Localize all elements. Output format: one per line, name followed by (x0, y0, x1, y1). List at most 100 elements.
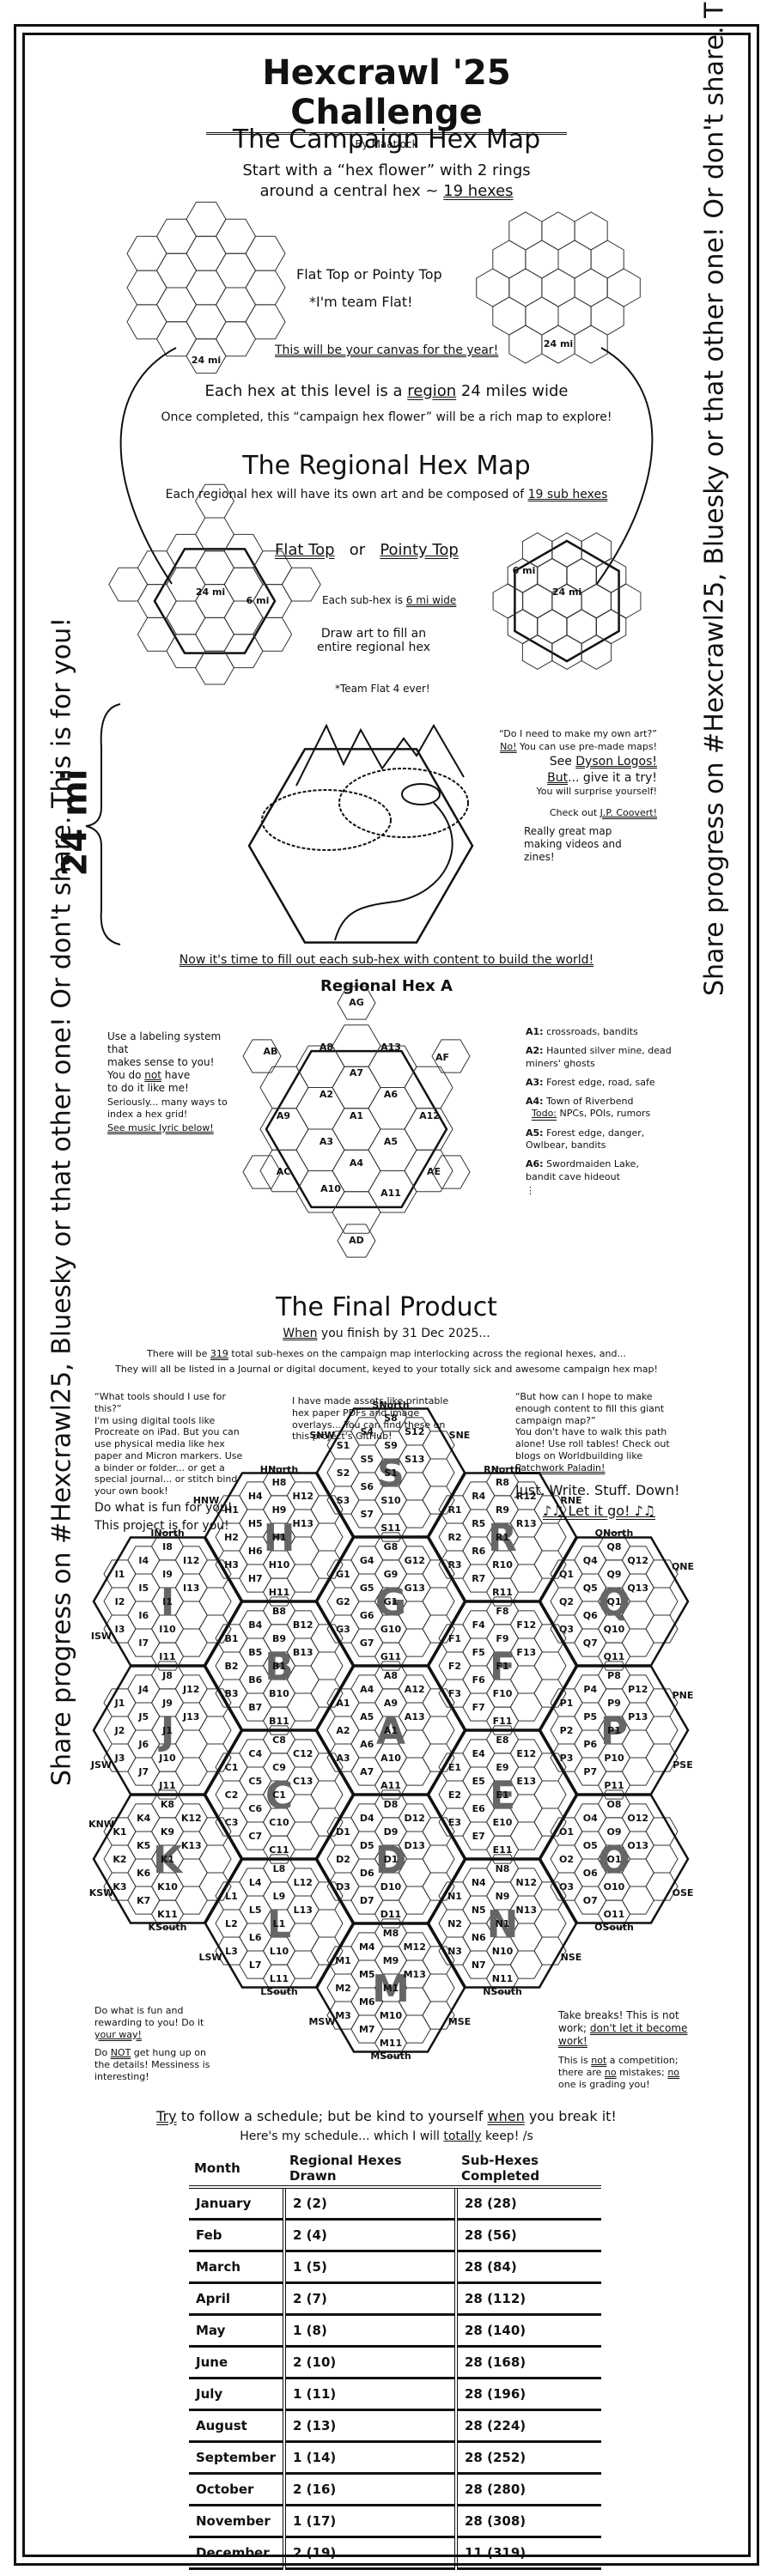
dyson-logos-link[interactable]: Dyson Logos! (575, 754, 657, 769)
subhex-cell: 28 (168) (456, 2346, 601, 2379)
svg-text:H7: H7 (248, 1573, 263, 1584)
key-a6: A6: Swordmaiden Lake, bandit cave hideou… (526, 1158, 639, 1182)
svg-text:6 mi: 6 mi (247, 595, 270, 606)
month-cell: July (189, 2378, 286, 2411)
svg-text:M11: M11 (380, 2038, 402, 2049)
svg-text:C10: C10 (269, 1817, 289, 1828)
svg-text:Q10: Q10 (604, 1624, 625, 1635)
river-icon (334, 802, 453, 941)
svg-text:A10: A10 (380, 1753, 401, 1764)
region-letter: N (487, 1903, 519, 1947)
svg-text:A5: A5 (384, 1136, 398, 1147)
hex-cell (310, 1679, 344, 1708)
month-cell: September (189, 2441, 286, 2475)
region-letter: G (375, 1581, 406, 1625)
svg-text:R3: R3 (447, 1559, 461, 1571)
arc-arrow-right (596, 347, 654, 585)
subhex-cell: 28 (252) (456, 2441, 601, 2475)
svg-text:A5: A5 (360, 1711, 374, 1722)
svg-text:O12: O12 (627, 1813, 648, 1824)
svg-text:C6: C6 (248, 1803, 262, 1814)
svg-text:I5: I5 (138, 1583, 149, 1594)
svg-text:G7: G7 (360, 1637, 374, 1649)
svg-text:R4: R4 (472, 1491, 485, 1502)
svg-text:M9: M9 (383, 1955, 399, 1966)
svg-text:AB: AB (264, 1046, 278, 1057)
svg-text:A8: A8 (320, 1042, 333, 1053)
svg-text:K11: K11 (157, 1909, 178, 1920)
regional-title: The Regional Hex Map (242, 451, 531, 481)
svg-text:H12: H12 (292, 1491, 313, 1502)
svg-text:E12: E12 (516, 1748, 536, 1759)
region-letter: C (265, 1774, 293, 1818)
hex-cell (533, 1909, 567, 1938)
hex-cell (621, 1628, 654, 1657)
svg-text:Q1: Q1 (606, 1596, 621, 1607)
edge-label: QNorth (595, 1528, 634, 1539)
hex-cell (337, 1224, 376, 1258)
edge-label: MSE (448, 2016, 471, 2027)
svg-text:L4: L4 (249, 1877, 262, 1888)
svg-text:L1: L1 (273, 1918, 286, 1929)
svg-text:D5: D5 (360, 1840, 374, 1851)
svg-text:K7: K7 (137, 1895, 150, 1906)
svg-text:S5: S5 (360, 1454, 374, 1465)
svg-text:M6: M6 (359, 1996, 375, 2008)
svg-text:K8: K8 (161, 1799, 174, 1810)
subhex-size-note: Each sub-hex is 6 mi wide (322, 594, 457, 606)
svg-text:I9: I9 (162, 1569, 173, 1580)
edge-label: INorth (150, 1528, 184, 1539)
svg-text:S6: S6 (360, 1481, 374, 1492)
svg-text:G8: G8 (384, 1541, 399, 1552)
svg-text:N6: N6 (472, 1932, 486, 1943)
orientation-choice: Flat Top or Pointy Top (275, 541, 459, 559)
hex-cell (645, 1743, 679, 1772)
edge-label: PNE (673, 1690, 694, 1701)
region-letter: R (488, 1516, 517, 1560)
svg-text:G1: G1 (384, 1596, 399, 1607)
svg-text:A13: A13 (405, 1711, 425, 1722)
svg-text:A9: A9 (384, 1698, 398, 1709)
svg-text:K3: K3 (113, 1881, 126, 1893)
regional-cell: 1 (11) (284, 2378, 458, 2411)
patchwork-paladin-link[interactable]: Patchwork Paladin! (515, 1461, 606, 1473)
hex-cell (286, 1950, 320, 1979)
final-deadline: When you finish by 31 Dec 2025... (283, 1327, 490, 1340)
brace-icon (85, 703, 121, 945)
key-a4: A4: Town of Riverbend Todo: NPCs, POIs, … (526, 1096, 651, 1120)
svg-text:O2: O2 (559, 1854, 574, 1865)
hex-cell (398, 1886, 431, 1915)
svg-text:C8: C8 (272, 1735, 286, 1746)
region-letter: P (600, 1710, 628, 1753)
svg-text:S10: S10 (380, 1495, 401, 1506)
regional-cell: 1 (8) (284, 2314, 458, 2348)
svg-text:G13: G13 (405, 1583, 425, 1594)
svg-text:A1: A1 (350, 1110, 363, 1121)
jp-coovert-link[interactable]: J.P. Coovert! (600, 807, 657, 819)
svg-text:J3: J3 (114, 1753, 125, 1764)
edge-label: RNE (560, 1495, 581, 1506)
svg-text:I11: I11 (159, 1651, 175, 1662)
regional-cell: 1 (5) (284, 2251, 458, 2284)
svg-text:B5: B5 (248, 1647, 262, 1658)
svg-text:N1: N1 (447, 1891, 462, 1902)
svg-text:C2: C2 (225, 1789, 239, 1801)
svg-text:D4: D4 (360, 1813, 374, 1824)
edge-label: MSouth (370, 2050, 411, 2062)
month-cell: April (189, 2282, 286, 2316)
svg-text:D13: D13 (405, 1840, 425, 1851)
svg-text:E6: E6 (472, 1803, 486, 1814)
svg-text:F6: F6 (472, 1674, 486, 1686)
header: Hexcrawl '25 Challenge By Maatlock (206, 53, 567, 151)
svg-text:F12: F12 (516, 1619, 536, 1631)
svg-text:F4: F4 (472, 1619, 486, 1631)
hex-cell (533, 1550, 567, 1579)
region-letter: J (158, 1710, 174, 1753)
svg-text:P11: P11 (604, 1780, 624, 1791)
svg-text:P1: P1 (560, 1698, 574, 1709)
schedule-table: Month Regional Hexes Drawn Sub-Hexes Com… (189, 2151, 601, 2570)
art-faq: “Do I need to make my own art?” No! You … (498, 728, 657, 864)
